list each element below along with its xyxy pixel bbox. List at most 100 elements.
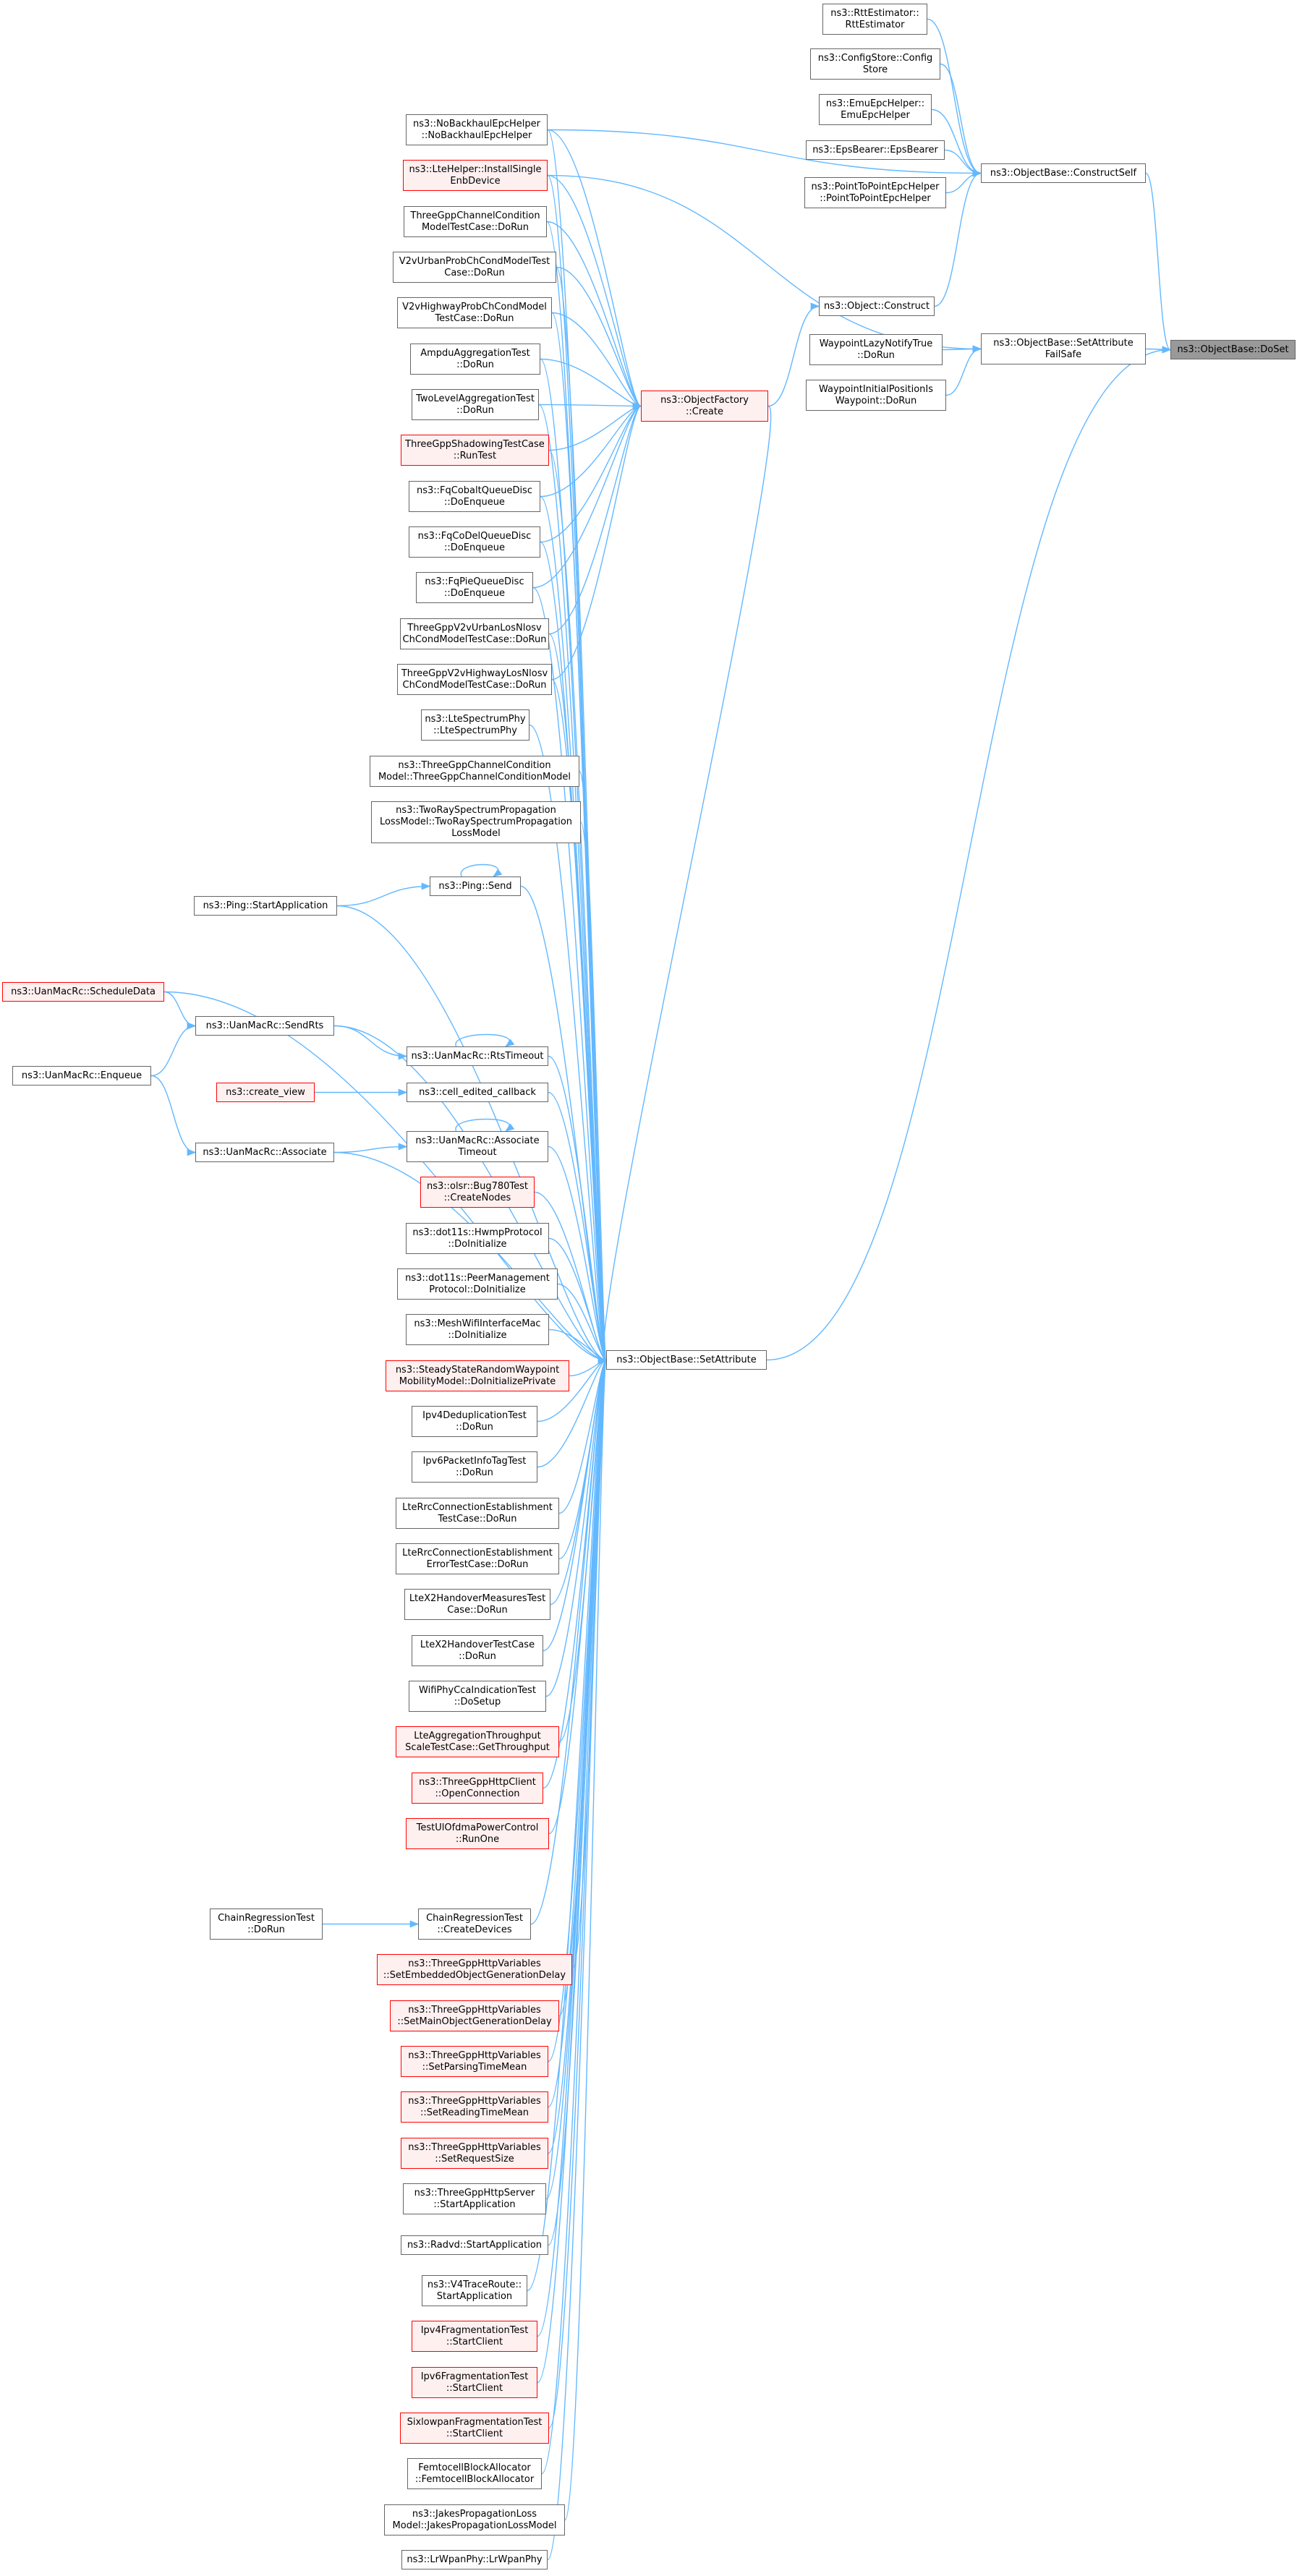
node-waypointinitialposition[interactable]: WaypointInitialPositionIs Waypoint::DoRu… [806, 380, 946, 411]
node-chainregressiontest-createdevices[interactable]: ChainRegressionTest ::CreateDevices [418, 1908, 531, 1940]
node-ipv4deduplicationtest[interactable]: Ipv4DeduplicationTest ::DoRun [412, 1406, 537, 1437]
node-femtocellblockallocator[interactable]: FemtocellBlockAllocator ::FemtocellBlock… [407, 2458, 542, 2489]
node-emuepchelper[interactable]: ns3::EmuEpcHelper:: EmuEpcHelper [819, 94, 932, 125]
node-setattribute[interactable]: ns3::ObjectBase::SetAttribute [606, 1350, 767, 1370]
node-sixlowpanfragmentationtest[interactable]: SixlowpanFragmentationTest ::StartClient [400, 2413, 549, 2444]
node-uanmacrc-scheduledata[interactable]: ns3::UanMacRc::ScheduleData [2, 982, 164, 1002]
node-fqpiequeuedisc[interactable]: ns3::FqPieQueueDisc ::DoEnqueue [416, 572, 533, 603]
node-setattribute-failsafe[interactable]: ns3::ObjectBase::SetAttribute FailSafe [981, 333, 1146, 364]
edge-objfactory-to-objconstruct [767, 302, 820, 407]
node-pointtopointepchelper[interactable]: ns3::PointToPointEpcHelper ::PointToPoin… [804, 177, 946, 208]
node-chainregressiontest-dorun[interactable]: ChainRegressionTest ::DoRun [210, 1908, 323, 1940]
node-threegppv2vurban[interactable]: ThreeGppV2vUrbanLosNlosv ChCondModelTest… [400, 618, 549, 649]
node-constructself[interactable]: ns3::ObjectBase::ConstructSelf [981, 163, 1146, 183]
node-object-construct[interactable]: ns3::Object::Construct [819, 297, 935, 316]
node-uanmacrc-rtstimeout[interactable]: ns3::UanMacRc::RtsTimeout [407, 1046, 548, 1066]
edge-fqcobalt-to-objfactory [540, 402, 642, 498]
node-ampduaggregationtest[interactable]: AmpduAggregationTest ::DoRun [410, 344, 540, 375]
node-rttestimator[interactable]: ns3::RttEstimator:: RttEstimator [822, 4, 927, 35]
node-httpvariables-main[interactable]: ns3::ThreeGppHttpVariables ::SetMainObje… [390, 2000, 559, 2031]
node-httpvariables-parsing[interactable]: ns3::ThreeGppHttpVariables ::SetParsingT… [401, 2046, 548, 2077]
node-ipv4fragmentationtest[interactable]: Ipv4FragmentationTest ::StartClient [412, 2321, 537, 2352]
node-fqcodelqueuedisc[interactable]: ns3::FqCoDelQueueDisc ::DoEnqueue [409, 526, 540, 558]
node-epsbearer[interactable]: ns3::EpsBearer::EpsBearer [806, 140, 945, 160]
node-ltespectrumphy[interactable]: ns3::LteSpectrumPhy ::LteSpectrumPhy [421, 709, 529, 741]
node-v2vhighwayprobchcond[interactable]: V2vHighwayProbChCondModel TestCase::DoRu… [397, 297, 552, 328]
node-threegppchannelcondition-testcase[interactable]: ThreeGppChannelCondition ModelTestCase::… [404, 206, 547, 237]
node-steadystaterandomwaypoint[interactable]: ns3::SteadyStateRandomWaypoint MobilityM… [386, 1360, 569, 1391]
node-v4traceroute[interactable]: ns3::V4TraceRoute:: StartApplication [422, 2275, 527, 2306]
edge-uanenqueue-to-uanassociate [150, 1075, 197, 1156]
node-threegpphttpclient[interactable]: ns3::ThreeGppHttpClient ::OpenConnection [412, 1773, 543, 1804]
edge-fqcodel-to-objfactory [540, 402, 642, 543]
node-cell-edited-callback[interactable]: ns3::cell_edited_callback [407, 1083, 548, 1102]
edge-v2vhighway-to-setattribute [551, 312, 608, 1363]
edge-constructself-to-doset [1145, 172, 1172, 354]
node-uanmacrc-enqueue[interactable]: ns3::UanMacRc::Enqueue [12, 1066, 151, 1086]
node-lrwpanphy[interactable]: ns3::LrWpanPhy::LrWpanPhy [401, 2550, 548, 2569]
node-olsr-bug780test[interactable]: ns3::olsr::Bug780Test ::CreateNodes [420, 1177, 535, 1208]
node-httpvariables-reading[interactable]: ns3::ThreeGppHttpVariables ::SetReadingT… [401, 2091, 548, 2123]
edge-lrwpan-to-setattribute [547, 1357, 608, 2561]
node-uanmacrc-sendrts[interactable]: ns3::UanMacRc::SendRts [195, 1016, 334, 1036]
edge-configstore-to-constructself [940, 63, 982, 177]
node-create-view[interactable]: ns3::create_view [216, 1083, 315, 1102]
node-meshwifiinterfacemac[interactable]: ns3::MeshWifiInterfaceMac ::DoInitialize [406, 1314, 549, 1345]
node-radvd-startapplication[interactable]: ns3::Radvd::StartApplication [401, 2235, 548, 2255]
edge-uanassoctimeout-to-uanassoctimeout [455, 1118, 515, 1132]
node-fqcobaltqueuedisc[interactable]: ns3::FqCobaltQueueDisc ::DoEnqueue [409, 481, 540, 512]
node-ping-send[interactable]: ns3::Ping::Send [430, 877, 521, 896]
node-peermanagementprotocol[interactable]: ns3::dot11s::PeerManagement Protocol::Do… [397, 1268, 558, 1300]
node-ipv6fragmentationtest[interactable]: Ipv6FragmentationTest ::StartClient [412, 2367, 537, 2398]
node-wifiphyccaindicationtest[interactable]: WifiPhyCcaIndicationTest ::DoSetup [409, 1681, 546, 1712]
edge-uanassociate-to-setattribute [333, 1151, 608, 1364]
node-uanmacrc-associate[interactable]: ns3::UanMacRc::Associate [195, 1143, 334, 1162]
edge-rttestimator-to-constructself [927, 18, 982, 177]
edge-objfactory-to-setattribute [597, 405, 772, 1364]
node-configstore[interactable]: ns3::ConfigStore::Config Store [810, 48, 940, 80]
node-tworayspectrumpropagation[interactable]: ns3::TwoRaySpectrumPropagation LossModel… [371, 801, 581, 843]
node-lterrcconnectionestablishment-error[interactable]: LteRrcConnectionEstablishment ErrorTestC… [396, 1543, 559, 1574]
edge-jakes-to-setattribute [564, 1357, 608, 2521]
node-ltex2handovertestcase[interactable]: LteX2HandoverTestCase ::DoRun [412, 1635, 543, 1666]
node-hwmpprotocol[interactable]: ns3::dot11s::HwmpProtocol ::DoInitialize [406, 1223, 549, 1254]
node-nobackhaulepchelper[interactable]: ns3::NoBackhaulEpcHelper ::NoBackhaulEpc… [406, 114, 548, 145]
node-testulofdmapowercontrol[interactable]: TestUlOfdmaPowerControl ::RunOne [406, 1818, 549, 1849]
node-ping-startapplication[interactable]: ns3::Ping::StartApplication [194, 896, 337, 916]
edge-tgppv2vhighway-to-setattribute [551, 678, 608, 1363]
edge-fqpie-to-objfactory [532, 402, 642, 589]
node-objectfactory-create[interactable]: ns3::ObjectFactory ::Create [641, 391, 768, 422]
edge-uanschedule-to-setattribute [163, 991, 608, 1364]
node-uanmacrc-associatetimeout[interactable]: ns3::UanMacRc::Associate Timeout [407, 1131, 548, 1162]
node-threegppshadowingtestcase[interactable]: ThreeGppShadowingTestCase ::RunTest [401, 435, 549, 466]
edge-v2vurban-to-objfactory [556, 266, 642, 410]
edge-nobackhaul-to-constructself [547, 129, 982, 177]
node-ipv6packetinfotagtest[interactable]: Ipv6PacketInfoTagTest ::DoRun [412, 1451, 537, 1483]
edge-v4traceroute-to-setattribute [527, 1357, 608, 2292]
node-threegppv2vhighway[interactable]: ThreeGppV2vHighwayLosNlosv ChCondModelTe… [397, 664, 552, 695]
edge-objconstruct-to-constructself [934, 169, 982, 307]
node-v2vurbanprobchcond[interactable]: V2vUrbanProbChCondModelTest Case::DoRun [393, 252, 556, 283]
node-twolevelaggregationtest[interactable]: TwoLevelAggregationTest ::DoRun [412, 389, 539, 420]
node-lteaggregationthroughput[interactable]: LteAggregationThroughput ScaleTestCase::… [396, 1726, 559, 1757]
edge-uanassociate-to-uanassoctimeout [333, 1143, 408, 1153]
edge-ipv6frag-to-setattribute [537, 1357, 608, 2384]
node-httpvariables-embedded[interactable]: ns3::ThreeGppHttpVariables ::SetEmbedded… [377, 1954, 572, 1985]
edge-femtocell-to-setattribute [541, 1357, 608, 2475]
edge-pingsend-to-pingsend [460, 863, 503, 877]
node-lterrcconnectionestablishment[interactable]: LteRrcConnectionEstablishment TestCase::… [396, 1498, 559, 1529]
node-doset[interactable]: ns3::ObjectBase::DoSet [1170, 340, 1296, 359]
node-ltex2handovermeasurestest[interactable]: LteX2HandoverMeasuresTest Case::DoRun [404, 1589, 550, 1620]
node-jakespropagationlossmodel[interactable]: ns3::JakesPropagationLoss Model::JakesPr… [384, 2504, 565, 2536]
edge-tgppchannelcond-to-objfactory [546, 221, 642, 410]
node-ltehelper-installsingleenbdevice[interactable]: ns3::LteHelper::InstallSingle EnbDevice [403, 160, 548, 191]
edge-tgppshadowing-to-setattribute [548, 449, 608, 1363]
node-threegpphttpserver[interactable]: ns3::ThreeGppHttpServer ::StartApplicati… [403, 2183, 546, 2214]
node-waypointlazynotifytrue[interactable]: WaypointLazyNotifyTrue ::DoRun [809, 334, 943, 365]
edge-uanenqueue-to-uansendrts [150, 1022, 197, 1077]
node-httpvariables-requestsize[interactable]: ns3::ThreeGppHttpVariables ::SetRequestS… [401, 2138, 548, 2169]
edge-tworay-to-setattribute [580, 822, 608, 1362]
node-threegppchannelconditionmodel[interactable]: ns3::ThreeGppChannelCondition Model::Thr… [370, 756, 579, 787]
edge-nobackhaul-to-objfactory [547, 129, 642, 410]
